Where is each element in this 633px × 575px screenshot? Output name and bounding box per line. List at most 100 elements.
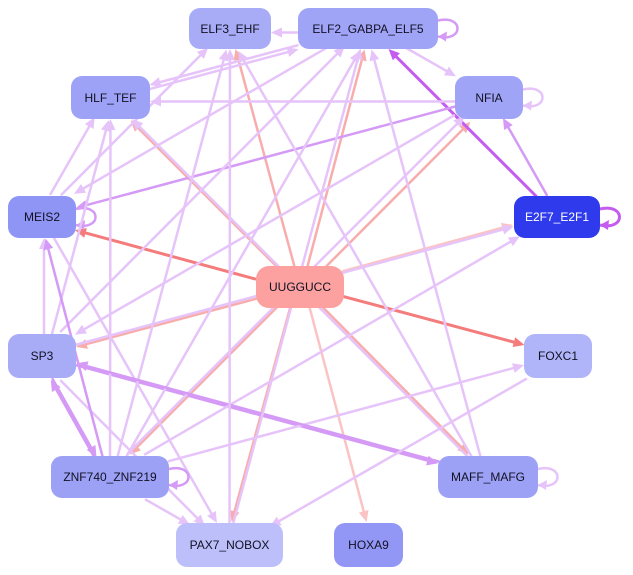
edge-line: [322, 128, 464, 271]
node-elf3-ehf[interactable]: ELF3_EHF: [189, 8, 271, 49]
edge-arrowhead: [105, 119, 116, 131]
node-label: PAX7_NOBOX: [189, 538, 270, 552]
edge-arrowhead: [177, 514, 190, 525]
edge-arrowhead: [501, 224, 514, 235]
node-nfia[interactable]: NFIA: [455, 76, 523, 119]
edge-self-loop: [537, 466, 559, 488]
edge-arrowhead: [369, 49, 380, 62]
node-label: ELF3_EHF: [200, 21, 260, 36]
edge-arrowhead: [600, 220, 609, 230]
edge-arrowhead: [149, 77, 162, 87]
edge-line: [167, 366, 515, 463]
edge-line: [149, 50, 290, 91]
edge-arrowhead: [358, 510, 369, 522]
edge-arrowhead: [131, 119, 144, 131]
edge-line: [403, 46, 448, 73]
edge-arrowhead: [50, 379, 61, 392]
node-pax7-nobox[interactable]: PAX7_NOBOX: [176, 523, 283, 567]
edge-arrowhead: [333, 46, 345, 58]
edge-line: [320, 305, 463, 449]
edge-arrowhead: [512, 337, 525, 347]
edge-arrowhead: [453, 116, 465, 128]
edge-line: [144, 498, 182, 521]
edge-line: [83, 114, 456, 331]
edge-arrowhead: [443, 66, 456, 77]
node-meis2[interactable]: MEIS2: [8, 196, 76, 238]
edge-self-loop: [168, 466, 190, 488]
node-uuggucc[interactable]: UUGGUCC: [256, 266, 344, 308]
edge-line: [49, 125, 91, 196]
edge-line: [306, 58, 363, 268]
edge-line: [85, 297, 258, 346]
node-label: MAFF_MAFG: [451, 470, 525, 484]
edge-arrowhead: [74, 324, 88, 335]
edge-arrowhead: [457, 443, 469, 455]
edge-arrowhead: [523, 100, 532, 111]
edge-arrowhead: [388, 49, 400, 61]
edge-arrowhead: [169, 480, 178, 490]
edge-arrowhead: [74, 228, 87, 238]
edge-line: [51, 377, 93, 449]
edge-line: [308, 305, 365, 513]
edge-arrowhead: [286, 47, 299, 57]
edge-arrowhead: [76, 361, 89, 371]
edge-line: [74, 363, 429, 462]
edge-self-loop: [437, 18, 459, 39]
edge-line: [137, 126, 279, 269]
edge-line: [59, 379, 199, 520]
edge-line: [143, 240, 512, 456]
edge-arrowhead: [502, 118, 513, 131]
edge-arrowhead: [207, 510, 217, 523]
edge-line: [60, 54, 202, 196]
edge-arrowhead: [459, 121, 471, 134]
edge-arrowhead: [193, 514, 205, 526]
node-znf740-znf219[interactable]: ZNF740_ZNF219: [51, 456, 169, 498]
node-label: HOXA9: [348, 538, 389, 552]
edge-line: [59, 52, 339, 333]
edge-line: [82, 44, 332, 190]
node-hlf-tef[interactable]: HLF_TEF: [71, 76, 150, 119]
node-label: FOXC1: [537, 349, 578, 363]
edge-arrowhead: [271, 27, 282, 38]
node-foxc1[interactable]: FOXC1: [524, 334, 592, 378]
node-label: ZNF740_ZNF219: [63, 470, 157, 484]
edge-arrowhead: [507, 236, 520, 247]
node-label: UUGGUCC: [269, 280, 331, 294]
edge-line: [507, 126, 549, 197]
node-label: E2F7_E2F1: [524, 210, 590, 224]
edge-line: [394, 55, 538, 198]
edge-arrowhead: [43, 238, 54, 251]
edge-arrowhead: [196, 47, 209, 59]
edge-arrowhead: [73, 184, 87, 194]
node-sp3[interactable]: SP3: [8, 334, 76, 378]
edge-line: [116, 58, 225, 458]
edge-line: [55, 388, 96, 460]
edge-arrowhead: [352, 48, 363, 61]
edge-line: [85, 105, 457, 207]
edge-line: [278, 377, 528, 523]
node-elf2-gabpa-elf5[interactable]: ELF2_GABPA_ELF5: [298, 8, 438, 49]
edge-line: [373, 58, 482, 458]
edge-arrowhead: [438, 31, 447, 42]
node-e2f7-e2f1[interactable]: E2F7_E2F1: [514, 196, 600, 238]
edge-line: [52, 236, 213, 515]
node-label: MEIS2: [23, 210, 60, 224]
node-label: NFIA: [475, 90, 503, 105]
edge-arrowhead: [84, 117, 95, 130]
edge-arrowhead: [538, 480, 547, 490]
edge-line: [341, 226, 504, 273]
edge-arrowhead: [238, 50, 249, 64]
edge-arrowhead: [512, 363, 524, 373]
node-label: SP3: [30, 349, 54, 363]
node-label: ELF2_GABPA_ELF5: [312, 21, 424, 36]
edge-line: [136, 305, 279, 449]
edge-line: [242, 59, 474, 460]
edge-self-loop: [599, 206, 621, 228]
node-label: HLF_TEF: [84, 90, 137, 105]
node-maff-mafg[interactable]: MAFF_MAFG: [438, 456, 538, 498]
node-hoxa9[interactable]: HOXA9: [334, 523, 403, 567]
edge-line: [124, 59, 356, 460]
edge-arrowhead: [224, 49, 235, 61]
